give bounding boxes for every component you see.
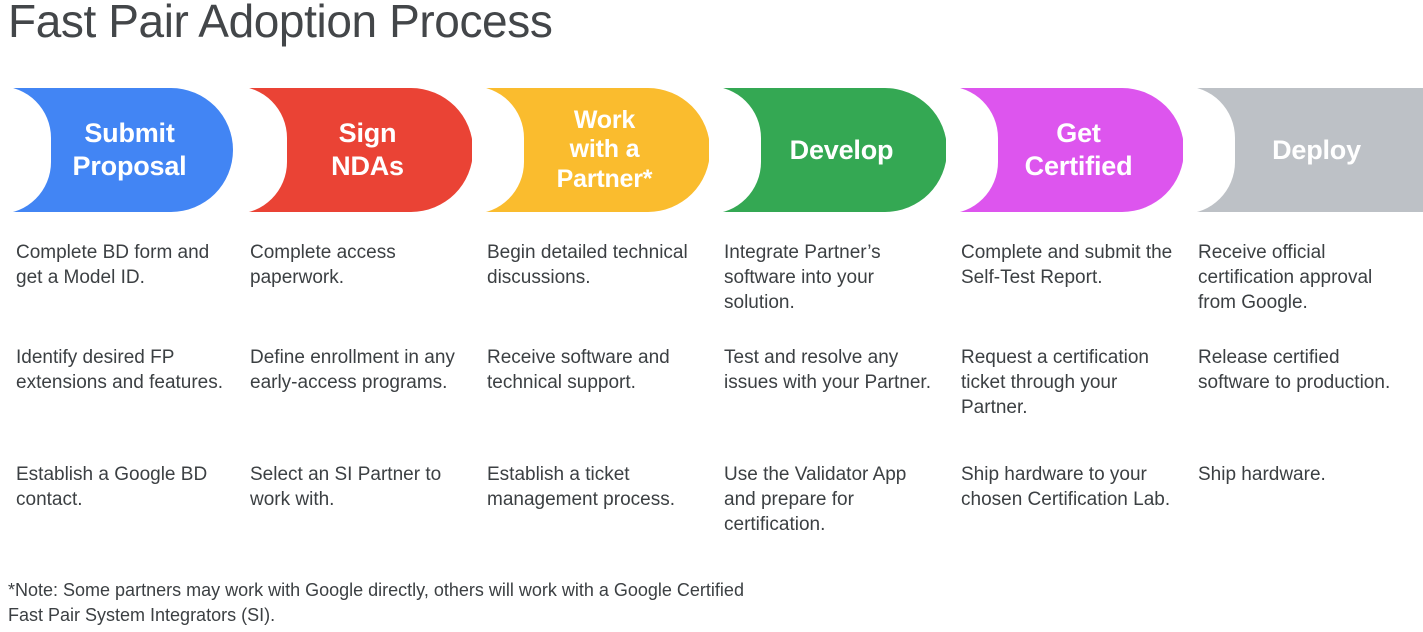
page-title: Fast Pair Adoption Process — [8, 0, 553, 47]
stage-detail-item: Identify desired FP extensions and featu… — [16, 347, 224, 393]
stage-detail-item: Establish a Google BD contact. — [16, 464, 208, 510]
stage-detail-item: Test and resolve any issues with your Pa… — [724, 347, 931, 393]
stage-banner-develop[interactable]: Develop — [709, 86, 947, 214]
stage-label-deploy: Deploy — [1246, 134, 1361, 167]
stage-detail-item: Complete and submit the Self-Test Report… — [961, 242, 1173, 288]
stage-label-work-with-a-partner: Work with a Partner* — [531, 106, 653, 195]
stage-detail-item: Request a certification ticket through y… — [961, 347, 1149, 418]
stage-banner-get-certified[interactable]: Get Certified — [946, 86, 1184, 214]
stage-detail-item: Use the Validator App and prepare for ce… — [724, 464, 907, 535]
stage-label-develop: Develop — [764, 134, 894, 167]
stage-banner-sign-ndas[interactable]: Sign NDAs — [235, 86, 473, 214]
stage-label-line: with a — [569, 135, 640, 164]
stage-detail-item: Complete access paperwork. — [250, 242, 396, 288]
stage-detail-item: Begin detailed technical discussions. — [487, 242, 688, 288]
stage-label-line: Get — [1056, 118, 1101, 149]
stage-detail-item: Define enrollment in any early-access pr… — [250, 347, 455, 393]
stage-label-line: Sign — [338, 118, 397, 149]
stage-label-line: Proposal — [72, 151, 187, 181]
stage-detail-item: Complete BD form and get a Model ID. — [16, 242, 210, 288]
process-stage-banner: Submit Proposal Sign NDAs Work with a Pa… — [0, 86, 1423, 214]
stage-detail-item: Establish a ticket management process. — [487, 464, 675, 510]
stage-detail-item: Ship hardware to your chosen Certificati… — [961, 464, 1171, 510]
stage-label-line: Submit — [84, 118, 175, 149]
stage-detail-item: Receive software and technical support. — [487, 347, 670, 393]
stage-detail-item: Receive official certification approval … — [1198, 242, 1373, 313]
stage-label-line: Work — [573, 105, 636, 134]
stage-label-sign-ndas: Sign NDAs — [305, 117, 404, 183]
stage-detail-item: Integrate Partner’s software into your s… — [724, 242, 881, 313]
footnote: *Note: Some partners may work with Googl… — [8, 580, 744, 625]
stage-banner-deploy[interactable]: Deploy — [1183, 86, 1423, 214]
stage-detail-item: Select an SI Partner to work with. — [250, 464, 442, 510]
stage-label-line: Certified — [1024, 151, 1133, 181]
stage-label-line: Partner* — [556, 164, 653, 193]
stage-detail-item: Release certified software to production… — [1198, 347, 1391, 393]
stage-banner-work-with-a-partner[interactable]: Work with a Partner* — [472, 86, 710, 214]
stage-label-line: NDAs — [331, 151, 404, 181]
stage-label-get-certified: Get Certified — [999, 117, 1133, 183]
stage-banner-submit-proposal[interactable]: Submit Proposal — [0, 86, 233, 214]
stage-label-line: Deploy — [1272, 134, 1361, 165]
stage-label-line: Develop — [789, 134, 894, 165]
stage-detail-item: Ship hardware. — [1198, 464, 1326, 485]
stage-label-submit-proposal: Submit Proposal — [47, 117, 187, 183]
